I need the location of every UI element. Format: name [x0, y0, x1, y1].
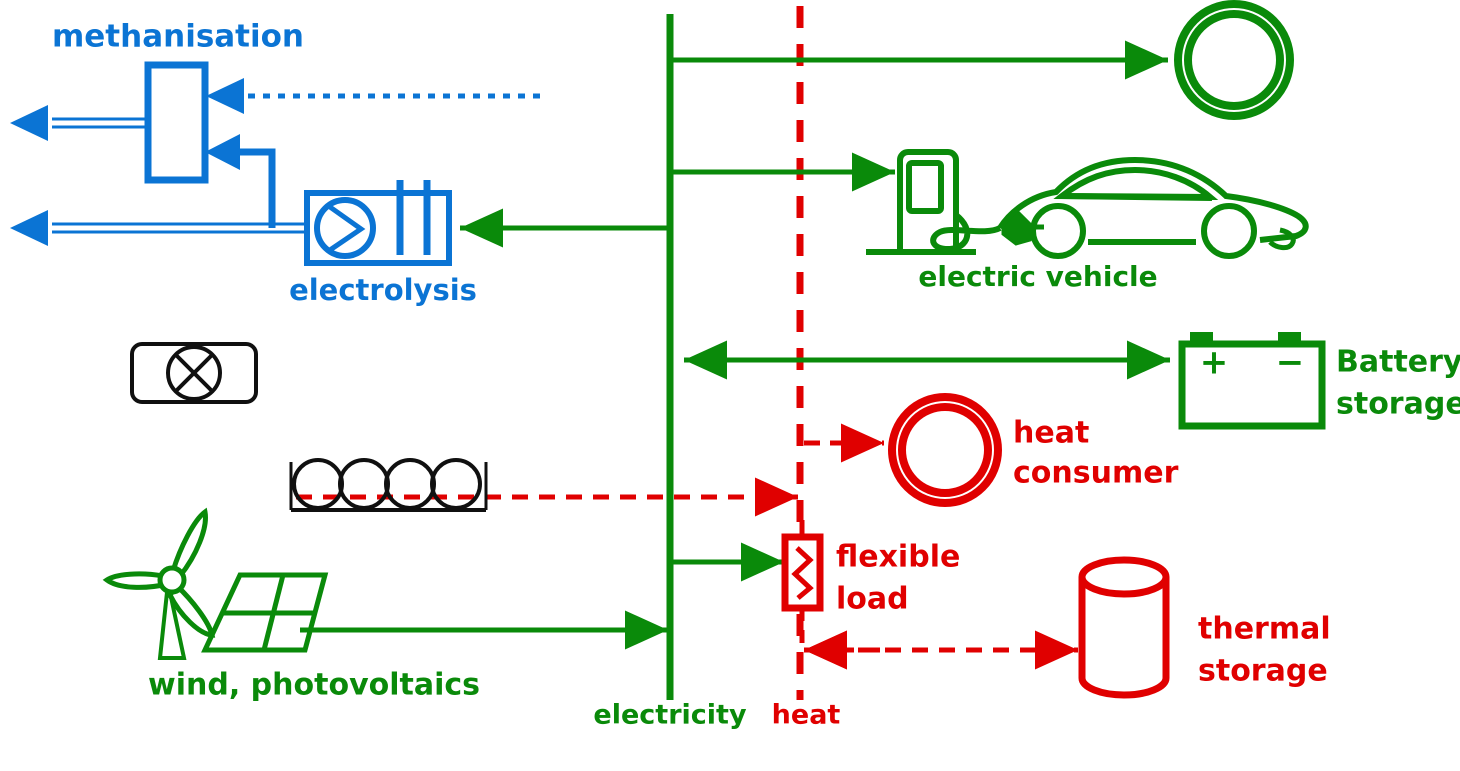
battery-plus-label: +	[1200, 343, 1229, 383]
flexible-load-label-line1: flexible	[836, 540, 960, 575]
flexible-load-node[interactable]: flexible load	[781, 520, 960, 617]
electrolysis-node[interactable]: electrolysis	[289, 180, 477, 307]
double-circle-outer-icon	[1174, 0, 1294, 120]
heating-element-icon	[791, 546, 814, 600]
flow-hydrogen-out	[10, 210, 307, 246]
heat-consumer-inner-circle-icon	[898, 403, 992, 497]
turbine-hub-icon	[157, 565, 187, 595]
cylinder-top-icon	[1078, 556, 1170, 598]
battery-storage-label-line1: Battery	[1336, 345, 1460, 380]
boiler-node[interactable]	[289, 458, 488, 512]
battery-storage-node[interactable]: + − Battery storage	[1178, 332, 1460, 430]
thermal-storage-node[interactable]: thermal storage	[1078, 556, 1331, 699]
flow-co2-to-methanisation	[206, 78, 540, 114]
electric-vehicle-label: electric vehicle	[918, 260, 1157, 293]
pv-panel-icon	[201, 572, 329, 653]
heat-consumer-label-line1: heat	[1013, 416, 1089, 451]
h2-arrowhead-icon	[205, 134, 240, 170]
battery-storage-label-line2: storage	[1336, 387, 1460, 422]
flow-h2-to-methanisation	[205, 134, 276, 228]
wheel-front-icon	[1030, 203, 1086, 259]
electrolyser-vane-icon	[328, 204, 366, 253]
hydrogen-out-arrowhead-icon	[10, 210, 48, 246]
methanisation-label: methanisation	[52, 19, 304, 55]
wind-photovoltaics-label: wind, photovoltaics	[148, 668, 480, 703]
co2-arrowhead-icon	[206, 78, 244, 114]
methanisation-node[interactable]: methanisation	[52, 19, 304, 184]
methane-out-arrowhead-icon	[10, 105, 48, 141]
electric-vehicle-node[interactable]: electric vehicle	[866, 149, 1309, 293]
cylinder-bottom-icon	[1078, 677, 1170, 699]
heat-consumer-node[interactable]: heat consumer	[888, 393, 1179, 507]
electricity-bus-label: electricity	[593, 700, 747, 731]
electrolyser-circle-icon	[314, 197, 376, 259]
thermal-storage-label-line2: storage	[1198, 654, 1328, 689]
generator-box-icon	[130, 342, 258, 404]
flexible-load-label-line2: load	[836, 582, 909, 617]
heat-consumer-outer-circle-icon	[888, 393, 1002, 507]
methanisation-reactor-icon	[144, 61, 209, 184]
turbine-blade-1-icon	[170, 507, 208, 580]
thermal-storage-label-line1: thermal	[1198, 612, 1331, 647]
chp-generator-node[interactable]	[130, 342, 258, 404]
generator-x-line-2-icon	[174, 353, 214, 393]
heat-bus-label: heat	[772, 700, 841, 731]
wheel-rear-icon	[1201, 203, 1257, 259]
car-icon	[997, 156, 1309, 259]
electrolysis-label: electrolysis	[289, 273, 477, 307]
battery-minus-label: −	[1276, 343, 1305, 383]
electricity-consumer-node[interactable]	[1174, 0, 1294, 120]
double-circle-inner-icon	[1184, 10, 1284, 110]
wind-photovoltaics-node[interactable]: wind, photovoltaics	[102, 507, 480, 703]
turbine-tower-icon	[157, 582, 187, 660]
generator-circle-icon	[166, 345, 222, 401]
battery-body-icon	[1178, 340, 1326, 430]
turbine-blade-2-icon	[102, 571, 172, 590]
electrolyser-box-icon	[304, 190, 452, 266]
heat-consumer-label-line2: consumer	[1013, 456, 1179, 491]
flow-methane-out	[10, 105, 148, 141]
